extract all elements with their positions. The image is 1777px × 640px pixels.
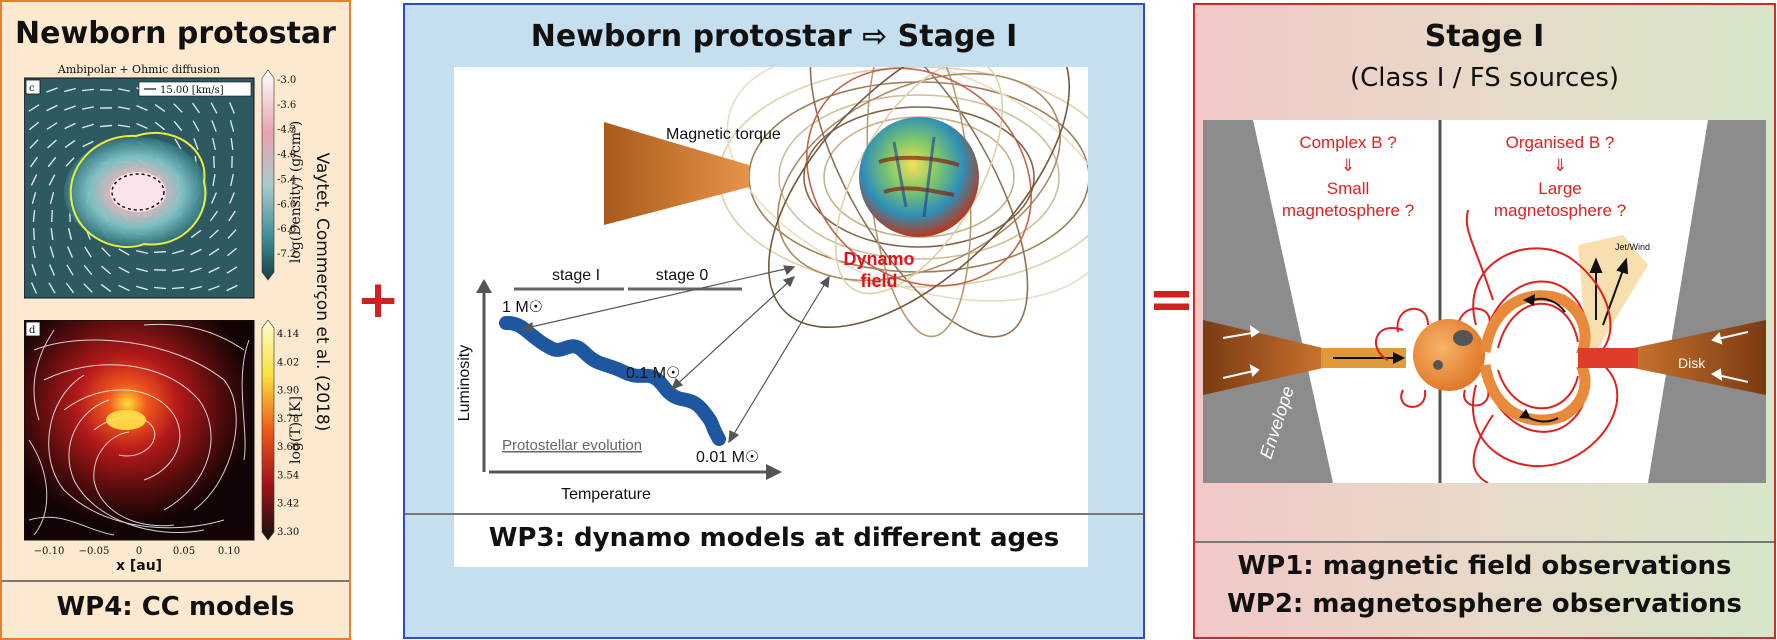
middle-footer-divider — [405, 513, 1143, 515]
left-panel-footer: WP4: CC models — [56, 592, 295, 622]
magnetic-torque-label: Magnetic torque — [666, 126, 781, 143]
density-colorbar-tick: -6.0 — [277, 199, 296, 210]
large-text: Large — [1538, 179, 1581, 198]
density-colorbar-tick: -4.8 — [277, 150, 296, 161]
x-axis-tick: −0.10 — [34, 546, 65, 557]
density-colorbar-label: log(Density) (g/cm³) — [288, 121, 304, 263]
right-panel-title: Stage I — [1424, 19, 1545, 54]
temperature-colorbar-tick: 3.78 — [277, 414, 299, 425]
temperature-colorbar-tick: 3.66 — [277, 442, 299, 453]
mass-01-label: 0.1 M☉ — [626, 365, 680, 382]
temperature-colorbar-tick: 3.54 — [277, 470, 299, 481]
middle-panel-footer: WP3: dynamo models at different ages — [488, 523, 1060, 553]
right-panel-subtitle: (Class I / FS sources) — [1349, 63, 1620, 93]
stage-i-label: stage I — [552, 267, 600, 284]
density-colorbar-tick: -3.6 — [277, 100, 296, 111]
stage-0-label: stage 0 — [656, 267, 709, 284]
plot-c-label: c — [29, 83, 35, 94]
small-magnetosphere-text: magnetosphere ? — [1282, 201, 1414, 220]
x-axis-tick: 0.05 — [173, 546, 195, 557]
density-colorbar-tick: -5.4 — [277, 174, 296, 185]
envelope-left — [1203, 120, 1333, 483]
envelope-right — [1648, 120, 1766, 483]
evolution-label: Protostellar evolution — [502, 437, 642, 454]
complex-b-text: Complex B ? — [1299, 133, 1396, 152]
left-panel: Newborn protostar c Ambipo — [0, 0, 351, 640]
velocity-scale-label: 15.00 [km/s] — [160, 85, 224, 96]
dynamo-label-line1: Dynamo — [843, 249, 914, 269]
disk-label: Disk — [1678, 355, 1706, 371]
citation: Vaytet, Commerçon et al. (2018) — [307, 82, 337, 502]
dynamo-label-line2: field — [860, 271, 897, 291]
temperature-colorbar-tick: 4.02 — [277, 357, 299, 368]
temperature-colorbar-label: log(T) [K] — [288, 396, 304, 464]
pointer-arrow-2 — [671, 276, 795, 390]
x-axis-tick: 0.10 — [218, 546, 240, 557]
density-colorbar — [261, 69, 275, 281]
pointer-arrow-1 — [521, 266, 795, 330]
left-footer-divider — [2, 580, 349, 582]
temperature-plot: d 4.14 4.02 3.90 3.78 3.66 3.54 3.42 3.30 log(T… — [24, 320, 304, 574]
plot-d-label: d — [29, 325, 36, 336]
density-plot: c Ambipolar + Ohmic diffusion 15.00 [km/… — [24, 64, 304, 299]
large-magnetosphere-text: magnetosphere ? — [1494, 201, 1626, 220]
middle-panel: Newborn protostar ⇨ Stage I — [403, 3, 1145, 639]
left-down-arrow: ⇓ — [1341, 156, 1355, 176]
density-colorbar-tick: -6.6 — [277, 224, 296, 235]
temperature-colorbar-tick: 4.14 — [277, 329, 299, 340]
x-axis-tick: 0 — [136, 546, 142, 557]
left-panel-title: Newborn protostar — [15, 16, 336, 51]
mass-001-label: 0.01 M☉ — [696, 449, 759, 466]
right-panel: Stage I (Class I / FS sources) — [1193, 3, 1776, 639]
right-footer-line2: WP2: magnetosphere observations — [1227, 589, 1742, 619]
pointer-arrow-3 — [728, 276, 830, 443]
plus-symbol: + — [356, 270, 400, 330]
plot-c-caption: Ambipolar + Ohmic diffusion — [57, 64, 220, 76]
magnetosphere-diagram: Complex B ? ⇓ Small magnetosphere ? Orga… — [1203, 120, 1766, 483]
y-axis-luminosity: Luminosity — [456, 345, 473, 421]
density-colorbar-tick: -3.0 — [277, 75, 296, 86]
x-axis-label: x [au] — [116, 558, 162, 574]
jet-wind-label: Jet/Wind — [1615, 242, 1650, 252]
equals-symbol: = — [1148, 267, 1195, 332]
temperature-colorbar — [261, 320, 275, 541]
evolution-track — [499, 316, 726, 446]
right-footer-divider — [1195, 541, 1774, 543]
small-text: Small — [1327, 179, 1370, 198]
dynamo-figure: Magnetic torque Dynamo field stage I sta… — [454, 67, 1088, 567]
right-footer-line1: WP1: magnetic field observations — [1237, 551, 1732, 581]
temperature-colorbar-tick: 3.42 — [277, 499, 299, 510]
middle-panel-title: Newborn protostar ⇨ Stage I — [530, 19, 1018, 54]
x-axis-tick: −0.05 — [79, 546, 110, 557]
density-colorbar-tick: -4.2 — [277, 125, 296, 136]
density-colorbar-tick: -7.2 — [277, 249, 296, 260]
temperature-colorbar-tick: 3.30 — [277, 527, 299, 538]
disk — [1633, 320, 1766, 395]
mass-1-label: 1 M☉ — [502, 299, 543, 316]
disk-cone — [604, 122, 749, 225]
citation-text: Vaytet, Commerçon et al. (2018) — [312, 152, 332, 432]
right-down-arrow: ⇓ — [1553, 156, 1567, 176]
organised-b-text: Organised B ? — [1506, 133, 1615, 152]
temperature-colorbar-tick: 3.90 — [277, 386, 299, 397]
star — [1413, 319, 1485, 391]
x-axis-temperature: Temperature — [561, 486, 651, 503]
